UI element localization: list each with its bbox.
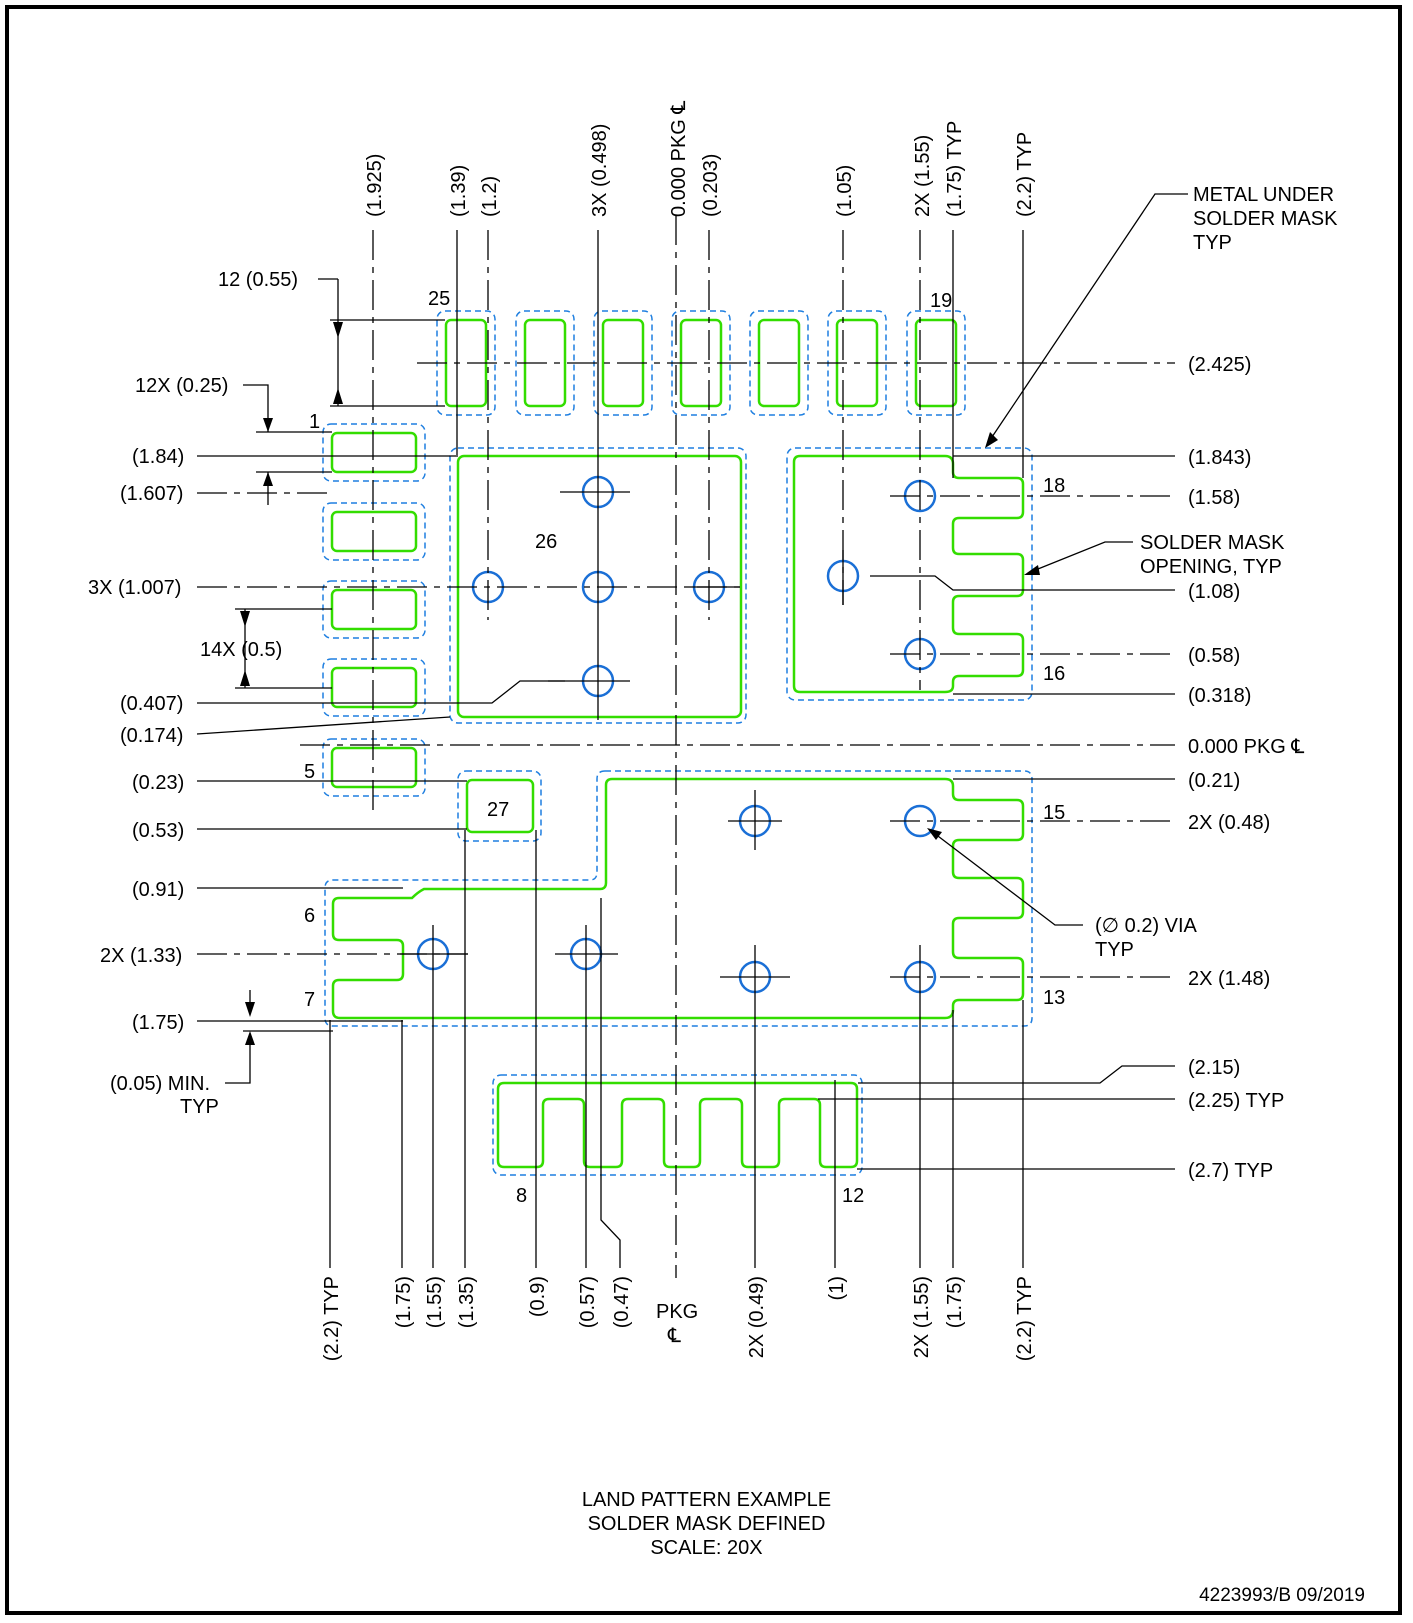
pin-16: 16: [1043, 663, 1065, 685]
horizontal-reference-lines: [196, 362, 1175, 1170]
pin-19: 19: [930, 290, 952, 312]
pin-13: 13: [1043, 987, 1065, 1009]
right-dim-4: (1.08): [1188, 581, 1240, 603]
pin-27: 27: [487, 799, 509, 821]
bottom-dim-2: (1.75): [393, 1276, 415, 1328]
left-dim-7: (0.407): [120, 693, 183, 715]
pin-6: 6: [304, 905, 315, 927]
pin-number-labels: 25 19 1 18 26 16 5 27 15 6 7 13 8 12: [304, 288, 1065, 1207]
solder-mask-outlines: [322, 310, 1033, 1176]
right-dim-13: (2.7) TYP: [1188, 1160, 1273, 1182]
vertical-reference-lines: [329, 215, 1024, 1278]
title-line-1: LAND PATTERN EXAMPLE: [581, 1489, 832, 1511]
metal-callout-line-1: METAL UNDER: [1193, 184, 1334, 206]
via-callout-line-1: (∅ 0.2) VIA: [1095, 915, 1198, 937]
metal-callout-line-3: TYP: [1193, 232, 1232, 254]
left-dim-14: (0.05) MIN.: [110, 1073, 210, 1095]
bottom-dim-6: (0.57): [577, 1276, 599, 1328]
bottom-dim-12: (2.2) TYP: [1014, 1276, 1036, 1361]
right-dim-5: (0.58): [1188, 645, 1240, 667]
left-dim-1: 12 (0.55): [218, 269, 298, 291]
pin-25: 25: [428, 288, 450, 310]
drawing-title: LAND PATTERN EXAMPLE SOLDER MASK DEFINED…: [0, 1488, 1413, 1560]
right-dim-6: (0.318): [1188, 685, 1251, 707]
top-dim-5: 0.000 PKG ℄: [668, 101, 690, 217]
top-dim-3: (1.2): [479, 176, 501, 217]
top-dim-9: (1.75) TYP: [944, 121, 966, 217]
via-callout-line-2: TYP: [1095, 939, 1134, 961]
bottom-dim-11: (1.75): [944, 1276, 966, 1328]
right-dim-2: (1.843): [1188, 447, 1251, 469]
title-line-2: SOLDER MASK DEFINED: [587, 1513, 826, 1535]
left-dimension-arrows: [225, 278, 445, 1084]
bottom-dim-1: (2.2) TYP: [321, 1276, 343, 1361]
top-dim-7: (1.05): [834, 165, 856, 217]
top-dim-6: (0.203): [700, 154, 722, 217]
bottom-dim-4: (1.35): [456, 1276, 478, 1328]
via-crosshairs: [400, 491, 844, 978]
left-dim-8: (0.174): [120, 725, 183, 747]
bottom-dim-3: (1.55): [424, 1276, 446, 1328]
top-dim-2: (1.39): [448, 165, 470, 217]
left-dimension-labels: 12 (0.55) 12X (0.25) (1.84) (1.607) 3X (…: [88, 269, 298, 1118]
pin-26: 26: [535, 531, 557, 553]
right-dim-1: (2.425): [1188, 354, 1251, 376]
opening-callout-line-1: SOLDER MASK: [1140, 532, 1285, 554]
pin-7: 7: [304, 989, 315, 1011]
pin-18: 18: [1043, 475, 1065, 497]
callout-text: METAL UNDER SOLDER MASK TYP SOLDER MASK …: [1095, 184, 1338, 961]
right-dim-11: (2.15): [1188, 1057, 1240, 1079]
right-dim-9: 2X (0.48): [1188, 812, 1270, 834]
document-id: 4223993/B 09/2019: [1199, 1585, 1365, 1606]
right-dim-7: 0.000 PKG ℄: [1188, 736, 1304, 758]
pin-15: 15: [1043, 802, 1065, 824]
left-dim-2: 12X (0.25): [135, 375, 228, 397]
callout-leaders: [927, 193, 1188, 926]
right-dim-3: (1.58): [1188, 487, 1240, 509]
pin-1: 1: [309, 411, 320, 433]
pin-5: 5: [304, 761, 315, 783]
left-dim-3: (1.84): [132, 446, 184, 468]
top-dim-8: 2X (1.55): [912, 135, 934, 217]
left-dim-5: 3X (1.007): [88, 577, 181, 599]
top-dimension-labels: (1.925) (1.39) (1.2) 3X (0.498) 0.000 PK…: [364, 101, 1036, 217]
title-line-3: SCALE: 20X: [650, 1537, 763, 1559]
bottom-dimension-labels: (2.2) TYP (1.75) (1.55) (1.35) (0.9) (0.…: [321, 1276, 1036, 1361]
left-dim-9: (0.23): [132, 772, 184, 794]
right-dim-12: (2.25) TYP: [1188, 1090, 1284, 1112]
left-dim-11: (0.91): [132, 879, 184, 901]
bottom-dim-5: (0.9): [527, 1276, 549, 1317]
bottom-dim-7: (0.47): [611, 1276, 633, 1328]
left-dim-6: 14X (0.5): [200, 639, 282, 661]
opening-callout-line-2: OPENING, TYP: [1140, 556, 1282, 578]
bottom-dim-9: (1): [826, 1276, 848, 1300]
bottom-pkg-centerline-symbol: ℄: [667, 1325, 681, 1347]
top-dim-4: 3X (0.498): [589, 124, 611, 217]
left-dim-13: (1.75): [132, 1012, 184, 1034]
right-dim-8: (0.21): [1188, 770, 1240, 792]
left-dim-15: TYP: [180, 1096, 219, 1118]
metal-callout-line-2: SOLDER MASK: [1193, 208, 1338, 230]
drawing-frame: [5, 5, 1402, 1615]
left-dim-4: (1.607): [120, 483, 183, 505]
top-dim-10: (2.2) TYP: [1014, 132, 1036, 217]
bottom-pkg-label: PKG: [656, 1301, 698, 1323]
left-dim-12: 2X (1.33): [100, 945, 182, 967]
top-dim-1: (1.925): [364, 154, 386, 217]
left-dim-10: (0.53): [132, 820, 184, 842]
pin-8: 8: [516, 1185, 527, 1207]
right-dimension-labels: (2.425) (1.843) (1.58) (1.08) (0.58) (0.…: [1188, 354, 1304, 1182]
bottom-dim-8: 2X (0.49): [746, 1276, 768, 1358]
bottom-dim-10: 2X (1.55): [911, 1276, 933, 1358]
pin-12: 12: [842, 1185, 864, 1207]
right-dim-10: 2X (1.48): [1188, 968, 1270, 990]
